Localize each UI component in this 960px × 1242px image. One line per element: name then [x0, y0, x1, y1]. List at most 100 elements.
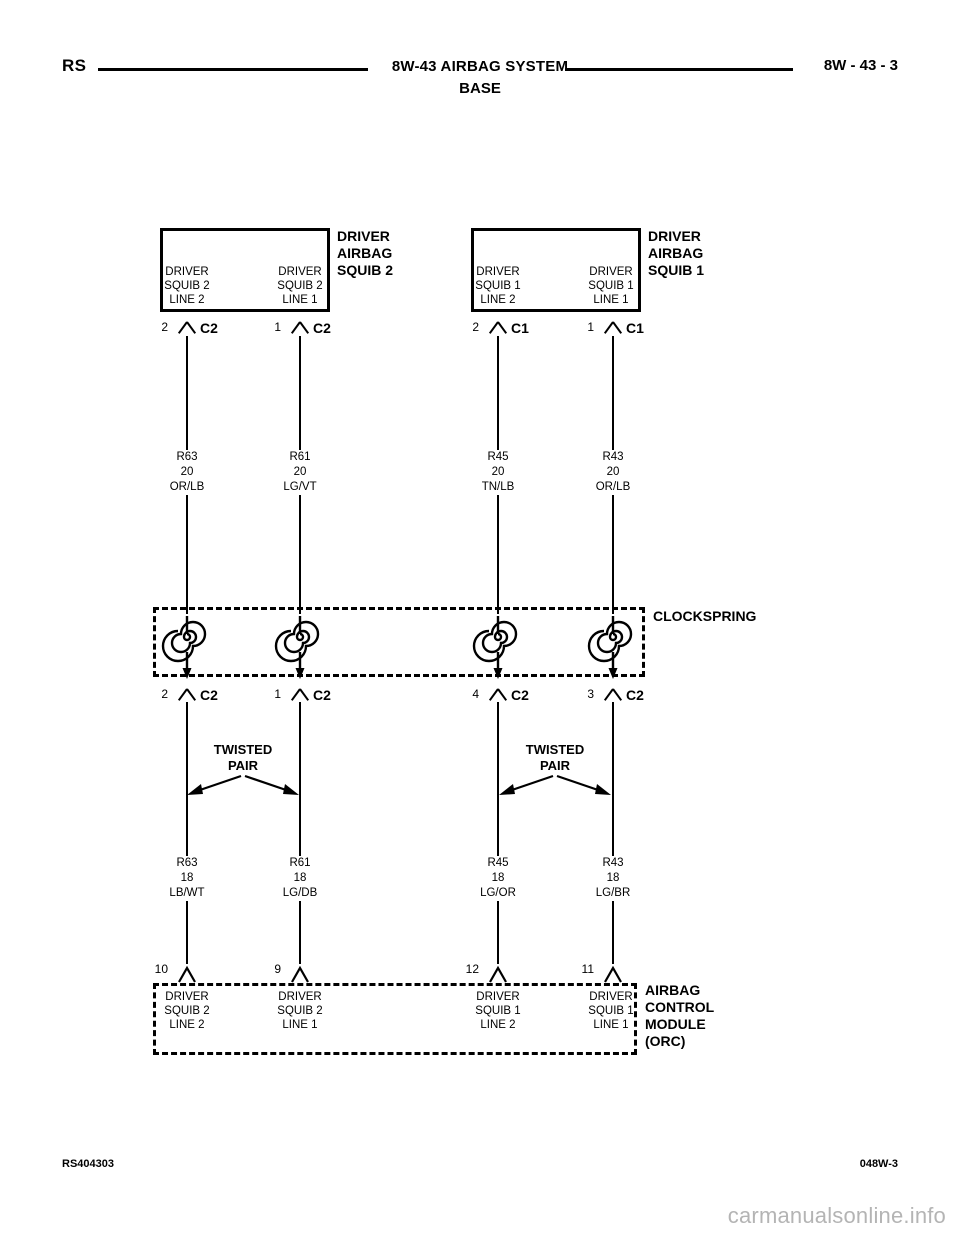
twisted-pair-label-right: TWISTED PAIR [525, 742, 585, 773]
wire-spec-upper-3-gauge: 20 [491, 466, 505, 478]
watermark: carmanualsonline.info [727, 1203, 946, 1228]
device-airbag-control-module [153, 983, 637, 1055]
squib2-pin1-label: DRIVER SQUIB 2 LINE 1 [277, 266, 323, 306]
wire-spec-upper-2-circuit: R61 [289, 451, 311, 463]
device-driver-airbag-squib-2 [160, 228, 330, 312]
wire-spec-lower-4-gauge: 18 [606, 872, 620, 884]
header-rule-right [565, 68, 793, 71]
connector-symbol-clockspring-3 [487, 688, 509, 702]
device-driver-airbag-squib-2-title: DRIVER AIRBAG SQUIB 2 [337, 228, 394, 278]
device-airbag-control-module-title: AIRBAG CONTROL MODULE (ORC) [645, 982, 715, 1049]
wire-spec-upper-2-color: LG/VT [283, 481, 317, 493]
connector-symbol-clockspring-1 [176, 688, 198, 702]
orc-pin-10-label: DRIVER SQUIB 2 LINE 2 [164, 991, 210, 1031]
clockspring-pin1-number: 2 [161, 687, 168, 701]
squib1-c1-pin2-number: 2 [472, 320, 479, 334]
squib1-c1-pin2-connector: C1 [511, 320, 529, 336]
clockspring-pin1-connector: C2 [200, 687, 218, 703]
wire-spec-lower-1-gauge: 18 [180, 872, 194, 884]
connector-symbol-squib2-pin2 [176, 321, 198, 335]
squib2-c2-pin2-number: 2 [161, 320, 168, 334]
squib1-pin2-label: DRIVER SQUIB 1 LINE 2 [475, 266, 521, 306]
coil-icon-4 [587, 616, 633, 672]
wire-spec-upper-3-circuit: R45 [487, 451, 509, 463]
clockspring-pin3-connector: C2 [511, 687, 529, 703]
page-header-left: RS [62, 56, 87, 75]
wire-lower-r43 [612, 702, 614, 964]
wire-spec-lower-1-color: LB/WT [169, 887, 205, 899]
coil-icon-1 [161, 616, 207, 672]
wire-spec-upper-3-color: TN/LB [481, 481, 515, 493]
squib2-c2-pin1-connector: C2 [313, 320, 331, 336]
wire-lower-r61 [299, 702, 301, 964]
device-driver-airbag-squib-1-title: DRIVER AIRBAG SQUIB 1 [648, 228, 705, 278]
connector-symbol-clockspring-2 [289, 688, 311, 702]
coil-arrow-3 [493, 668, 503, 679]
header-rule-left [98, 68, 368, 71]
device-clockspring-title: CLOCKSPRING [653, 608, 757, 624]
coil-icon-3 [472, 616, 518, 672]
orc-pin-11-number: 11 [581, 962, 594, 976]
connector-symbol-clockspring-4 [602, 688, 624, 702]
squib1-c1-pin1-number: 1 [587, 320, 594, 334]
wire-lower-r45 [497, 702, 499, 964]
wire-spec-upper-2-gauge: 20 [293, 466, 307, 478]
wire-spec-upper-1-color: OR/LB [169, 481, 205, 493]
wire-spec-lower-2-circuit: R61 [289, 857, 311, 869]
orc-pin-11-label: DRIVER SQUIB 1 LINE 1 [588, 991, 634, 1031]
orc-pin-10-number: 10 [154, 962, 168, 976]
wire-spec-lower-4-circuit: R43 [602, 857, 624, 869]
wire-spec-upper-1-circuit: R63 [176, 451, 198, 463]
footer-document-id: RS404303 [62, 1158, 114, 1170]
page-number: 8W - 43 - 3 [823, 57, 898, 74]
wire-spec-lower-1-circuit: R63 [176, 857, 198, 869]
clockspring-pin3-number: 4 [472, 687, 479, 701]
wire-spec-upper-4-gauge: 20 [606, 466, 620, 478]
wire-spec-lower-2-color: LG/DB [282, 887, 318, 899]
wire-spec-lower-3-color: LG/OR [480, 887, 516, 899]
page-title: 8W-43 AIRBAG SYSTEM [391, 58, 569, 75]
wire-spec-lower-3-circuit: R45 [487, 857, 509, 869]
clockspring-pin4-connector: C2 [626, 687, 644, 703]
clockspring-coils [161, 616, 633, 679]
page-subtitle: BASE [459, 80, 501, 97]
device-clockspring [153, 607, 645, 677]
squib2-c2-pin1-number: 1 [274, 320, 281, 334]
twisted-pair-label-left: TWISTED PAIR [213, 742, 273, 773]
orc-pin-9-label: DRIVER SQUIB 2 LINE 1 [277, 991, 323, 1031]
wire-spec-lower-2-gauge: 18 [293, 872, 307, 884]
connector-symbol-squib2-pin1 [289, 321, 311, 335]
squib2-pin2-label: DRIVER SQUIB 2 LINE 2 [164, 266, 210, 306]
twisted-pair-arrows-left [187, 774, 299, 795]
footer-figure-id: 048W-3 [859, 1158, 898, 1170]
wire-lower-r63 [186, 702, 188, 964]
clockspring-pin2-number: 1 [274, 687, 281, 701]
wire-spec-lower-4-color: LG/BR [595, 887, 631, 899]
connector-symbol-squib1-pin2 [487, 321, 509, 335]
squib1-c1-pin1-connector: C1 [626, 320, 644, 336]
device-driver-airbag-squib-1 [471, 228, 641, 312]
clockspring-pin2-connector: C2 [313, 687, 331, 703]
squib1-pin1-label: DRIVER SQUIB 1 LINE 1 [588, 266, 634, 306]
clockspring-pin4-number: 3 [587, 687, 594, 701]
coil-arrow-4 [608, 668, 618, 679]
wire-spec-upper-1-gauge: 20 [180, 466, 194, 478]
squib2-c2-pin2-connector: C2 [200, 320, 218, 336]
wire-spec-lower-3-gauge: 18 [491, 872, 505, 884]
coil-arrow-1 [182, 668, 192, 679]
wire-spec-upper-4-circuit: R43 [602, 451, 624, 463]
coil-icon-2 [274, 616, 320, 672]
orc-connector-symbols [178, 965, 622, 983]
orc-pin-12-number: 12 [465, 962, 479, 976]
wire-spec-upper-4-color: OR/LB [595, 481, 631, 493]
orc-pin-9-number: 9 [274, 962, 281, 976]
twisted-pair-arrows-right [499, 774, 611, 795]
connector-symbol-squib1-pin1 [602, 321, 624, 335]
